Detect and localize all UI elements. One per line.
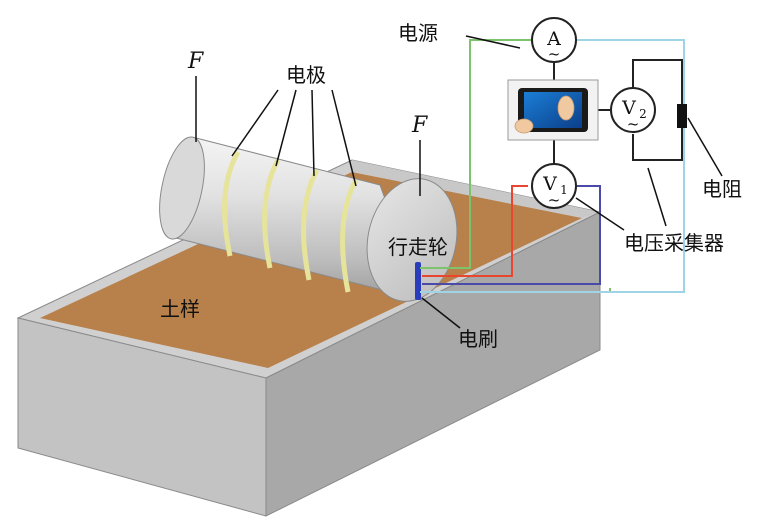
- electrode-ring-2: [262, 158, 281, 269]
- ammeter-symbol: A: [546, 28, 561, 50]
- brush-bar: [415, 262, 421, 300]
- voltmeter-v2: V 2 ~: [610, 87, 656, 133]
- tablet-touch-icon: [507, 79, 599, 141]
- electrode-ring-1: [222, 150, 241, 257]
- voltmeter-v2-subscript: 2: [639, 107, 647, 121]
- label-force-left: F: [187, 49, 204, 74]
- circuit-wires: [420, 39, 685, 293]
- voltmeter-v1-symbol: V: [542, 173, 557, 195]
- ammeter-ac-symbol: ~: [548, 45, 561, 63]
- wire-red: [422, 185, 528, 277]
- voltmeter-v1: V 1 ~: [531, 163, 577, 209]
- label-resistor: 电阻: [702, 177, 742, 201]
- label-brush: 电刷: [458, 327, 498, 351]
- box-right-face: [265, 211, 601, 517]
- voltmeter-v1-subscript: 1: [560, 183, 568, 197]
- wire-blue: [422, 185, 601, 285]
- electrode-ring-3: [301, 168, 320, 281]
- label-electrodes: 电极: [286, 63, 326, 87]
- electrode-ring-4: [340, 178, 359, 293]
- voltmeter-v2-ac-symbol: ~: [627, 115, 640, 133]
- label-voltage-collector: 电压采集器: [624, 231, 724, 255]
- label-soil-sample: 土样: [160, 297, 200, 321]
- voltmeter-v2-symbol: V: [621, 97, 636, 119]
- wire-black-v2-top: [632, 59, 683, 104]
- label-walking-wheel: 行走轮: [388, 235, 448, 259]
- label-power-source: 电源: [398, 21, 438, 45]
- roller-left-end: [159, 136, 205, 240]
- walking-wheel-face: [366, 178, 458, 302]
- wire-green: [420, 39, 532, 269]
- ammeter: A ~: [531, 17, 577, 63]
- roller-cylinder: [159, 136, 458, 302]
- wire-black-v2-bottom: [632, 128, 683, 161]
- leader-lines: [195, 35, 723, 329]
- voltmeter-v1-ac-symbol: ~: [548, 191, 561, 209]
- wire-cyan: [420, 39, 685, 293]
- resistor-block: [677, 104, 687, 128]
- label-force-right: F: [411, 113, 428, 138]
- box-inner-wall: [352, 160, 600, 218]
